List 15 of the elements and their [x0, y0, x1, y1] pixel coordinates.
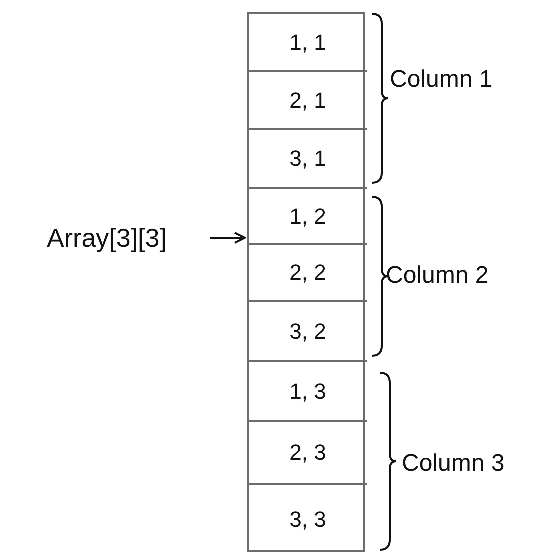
array-cell: 3, 2	[249, 302, 367, 362]
array-cell: 2, 2	[249, 245, 367, 302]
column-label: Column 2	[386, 261, 489, 291]
array-label: Array[3][3]	[47, 222, 167, 254]
arrow	[210, 232, 246, 244]
array-cell: 1, 1	[249, 14, 367, 72]
array-cell: 2, 1	[249, 72, 367, 130]
array-column-box	[247, 12, 365, 552]
array-cell: 1, 2	[249, 189, 367, 245]
array-cell: 2, 3	[249, 422, 367, 485]
column-label: Column 3	[402, 449, 505, 479]
column-label: Column 1	[390, 65, 493, 95]
array-cell: 3, 3	[249, 485, 367, 554]
array-cell: 3, 1	[249, 130, 367, 189]
array-cell: 1, 3	[249, 362, 367, 422]
